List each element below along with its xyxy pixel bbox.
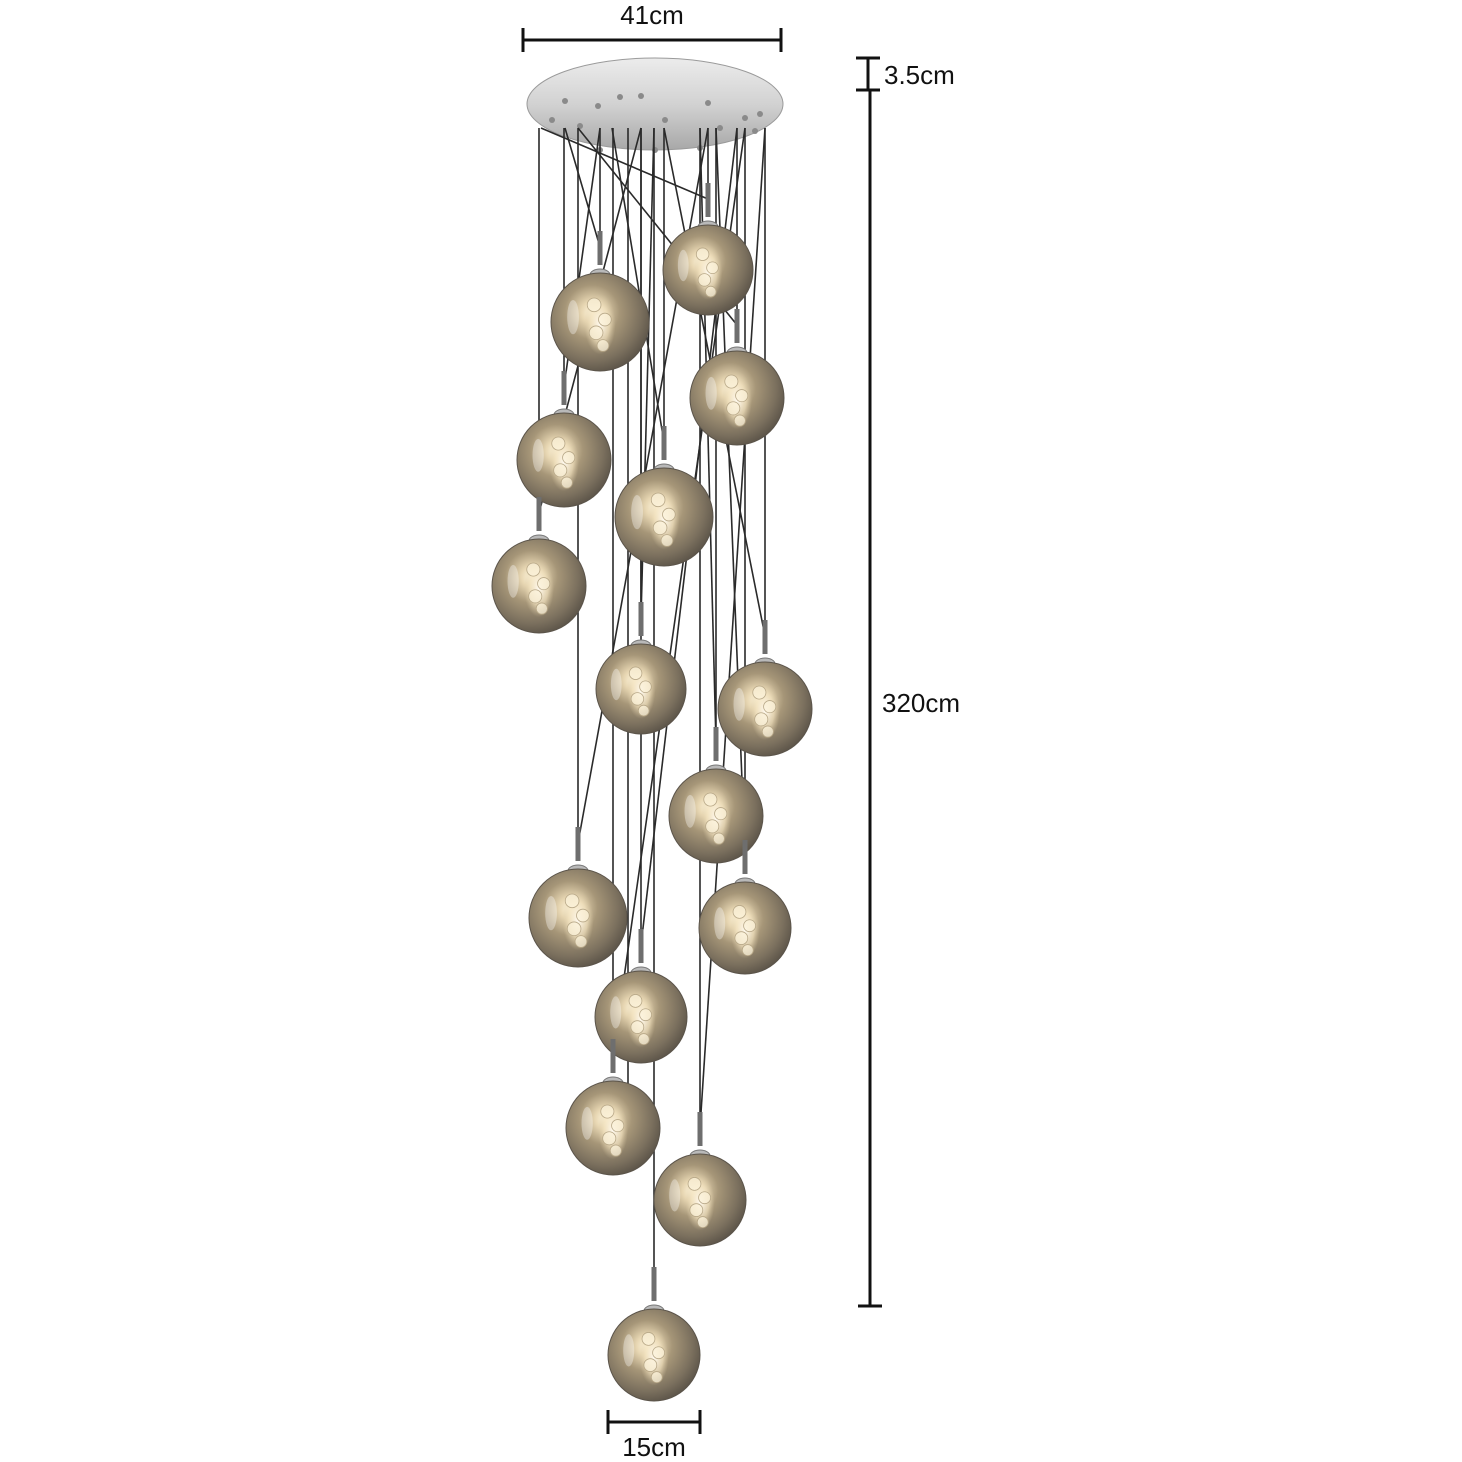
canopy-screw (617, 94, 623, 100)
suspension-cable (564, 127, 601, 248)
canopy-screw (717, 125, 723, 131)
globe-diameter-dimension: 15cm (606, 1410, 702, 1462)
ceiling-canopy (526, 57, 784, 153)
glass-globes (491, 183, 813, 1402)
glass-globe-pendant (717, 620, 813, 757)
canopy-screw (638, 93, 644, 99)
glass-globe-pendant (491, 497, 587, 634)
canopy-screw (595, 103, 601, 109)
glass-globe-pendant (653, 1112, 747, 1247)
glass-globe-pendant (698, 840, 792, 975)
canopy-screw (757, 111, 763, 117)
glass-globe-pendant (662, 183, 754, 316)
glass-globe-pendant (516, 371, 612, 508)
glass-globe-pendant (550, 231, 650, 372)
total-drop-dimension: 320cm (858, 90, 960, 1308)
canopy-screw (742, 115, 748, 121)
glass-globe-pendant (607, 1267, 701, 1402)
glass-globe-pendant (689, 309, 785, 446)
canopy-width-label: 41cm (620, 0, 684, 30)
canopy-screw (752, 128, 758, 134)
canopy-height-label: 3.5cm (884, 60, 955, 90)
glass-globe-pendant (565, 1039, 661, 1176)
total-drop-label: 320cm (882, 688, 960, 718)
canopy-screw (705, 100, 711, 106)
globe-diameter-label: 15cm (622, 1432, 686, 1462)
canopy-height-dimension: 3.5cm (856, 56, 955, 92)
suspension-cable (699, 127, 766, 1129)
suspension-cable (611, 127, 665, 443)
glass-globe-pendant (594, 929, 688, 1064)
glass-globe-pendant (595, 602, 687, 735)
glass-globe-pendant (614, 426, 714, 567)
canopy-screw (577, 123, 583, 129)
glass-globe-pendant (528, 827, 628, 968)
glass-globe-pendant (668, 727, 764, 864)
canopy-width-dimension: 41cm (521, 0, 783, 52)
canopy-screw (562, 98, 568, 104)
canopy-screw (662, 117, 668, 123)
canopy-screw (549, 117, 555, 123)
